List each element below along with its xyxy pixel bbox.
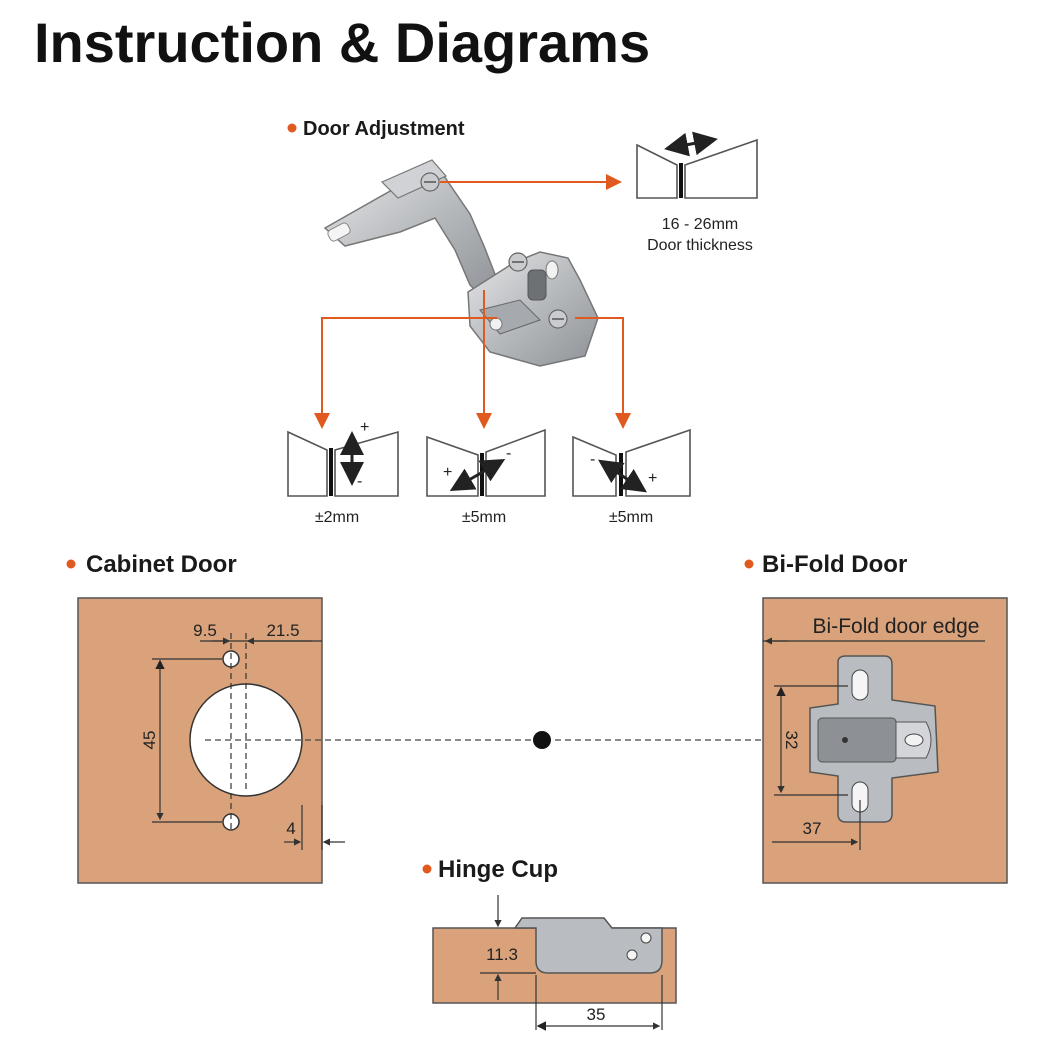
dim-cup-diameter: 35 [587,1005,606,1024]
door-adjustment-heading: Door Adjustment [303,118,465,140]
dim-plate-height: 32 [782,731,801,750]
cabinet-door-heading: Cabinet Door [86,551,237,578]
door-thickness-diagram: 16 - 26mm Door thickness [636,131,758,254]
cabinet-door-section: Cabinet Door 9.5 21.5 45 4 [66,551,345,884]
mounting-plate [809,655,939,823]
dim-cup-offset: 21.5 [266,621,299,640]
bifold-edge-label: Bi-Fold door edge [813,615,980,638]
leader-arrow-height [314,317,497,429]
door-adjustment-section: Door Adjustment [287,118,758,526]
dim-cup-depth: 11.3 [486,945,518,964]
minus-sign: - [590,451,595,468]
adjustment-diagram-depth: - + ±5mm [572,428,691,526]
bifold-door-section: Bi-Fold Door Bi-Fold door edge 32 37 [744,551,1008,884]
plus-sign: + [360,419,369,436]
hinge-illustration [323,159,599,367]
adjustment-diagram-side: + - ±5mm [426,428,546,526]
dim-plate-offset: 37 [803,819,822,838]
dim-screw-spacing: 45 [140,731,159,750]
plus-sign: + [443,464,452,481]
dim-edge-distance: 4 [286,819,295,838]
bullet-icon [422,864,432,874]
bifold-door-heading: Bi-Fold Door [762,551,907,578]
page-title: Instruction & Diagrams [34,11,650,74]
leader-arrow-depth [575,317,631,429]
adjustment-value-depth: ±5mm [609,509,653,526]
hinge-cup-section: Hinge Cup 11.3 35 [422,856,677,1031]
minus-sign: - [357,473,362,490]
minus-sign: - [506,445,511,462]
door-thickness-range: 16 - 26mm [662,216,738,233]
adjustment-diagram-height: + - ±2mm [287,419,399,526]
hinge-cup-heading: Hinge Cup [438,856,558,883]
hinge-cup-insert [513,917,663,974]
bullet-icon [744,559,754,569]
screw-hole [626,949,638,961]
bullet-icon [66,559,76,569]
dim-screw-offset: 9.5 [193,621,217,640]
adjustment-value-side: ±5mm [462,509,506,526]
adjustment-value-height: ±2mm [315,509,359,526]
door-thickness-label: Door thickness [647,237,753,254]
bullet-icon [287,123,297,133]
screw-hole [640,932,652,944]
center-point [533,731,551,749]
plus-sign: + [648,470,657,487]
